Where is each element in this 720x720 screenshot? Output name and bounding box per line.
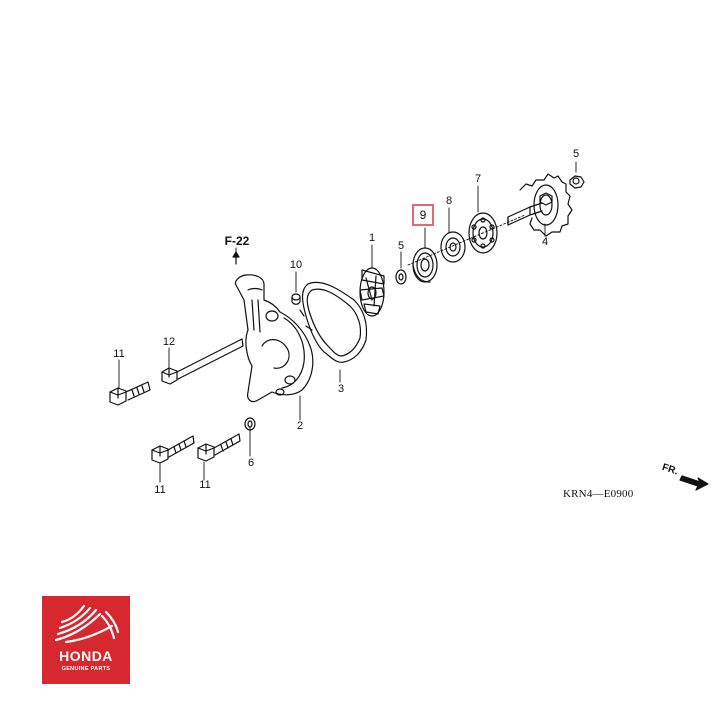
impeller-1 <box>359 267 385 317</box>
brand-name: HONDA <box>59 648 113 664</box>
callout-6: 6 <box>247 457 255 469</box>
callout-1: 1 <box>368 232 376 244</box>
diagram-code: KRN4—E0900 <box>563 488 634 500</box>
bearing-7 <box>468 212 498 254</box>
oil-seal-9 <box>412 247 438 283</box>
bolt-12-long <box>161 338 244 385</box>
callout-5-center: 5 <box>397 240 405 252</box>
callout-4: 4 <box>541 236 549 248</box>
callout-11-upper: 11 <box>113 348 125 360</box>
brand-tagline: GENUINE PARTS <box>61 666 111 672</box>
wing-emblem-icon <box>54 604 120 644</box>
bolt-11-upper <box>109 381 151 406</box>
washer-5-center <box>395 269 407 285</box>
callout-5-top: 5 <box>572 148 580 160</box>
bolt-11-lower-left <box>151 435 195 464</box>
dowel-pin-10 <box>291 293 301 305</box>
callout-10: 10 <box>289 259 303 271</box>
front-direction-arrow <box>679 475 709 491</box>
water-pump-cover-2 <box>234 274 314 403</box>
callout-8: 8 <box>445 195 453 207</box>
section-reference-label: F-22 <box>224 234 250 248</box>
callout-12: 12 <box>162 336 176 348</box>
callout-3: 3 <box>337 383 345 395</box>
pump-shaft-sprocket-4 <box>507 173 573 237</box>
callout-11-lower-right: 11 <box>199 479 211 491</box>
nut-5-top <box>569 175 585 189</box>
washer-6 <box>244 417 256 431</box>
callout-7: 7 <box>474 173 482 185</box>
bolt-11-lower-right <box>197 433 241 462</box>
honda-genuine-parts-logo: HONDA GENUINE PARTS <box>42 596 130 684</box>
callout-2: 2 <box>296 420 304 432</box>
seal-8 <box>440 231 466 263</box>
gasket-3 <box>301 281 368 363</box>
highlighted-part-callout[interactable]: 9 <box>412 204 434 226</box>
highlighted-part-number: 9 <box>419 208 427 222</box>
callout-11-lower-left: 11 <box>154 484 166 496</box>
leader-lines <box>118 161 577 483</box>
f22-reference-arrow <box>232 251 240 265</box>
